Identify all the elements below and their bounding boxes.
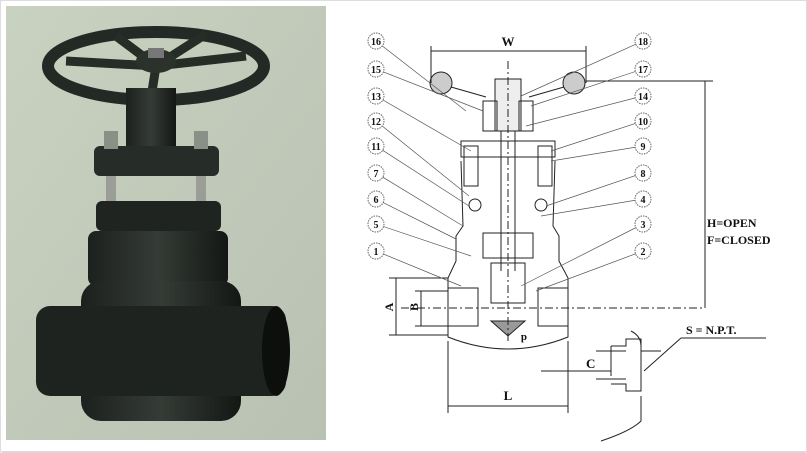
callout-circle <box>367 242 385 260</box>
part-callout: 1 <box>367 242 385 260</box>
callout-number: 13 <box>371 92 381 103</box>
callout-number: 1 <box>374 247 379 258</box>
callout-number: 8 <box>641 169 646 180</box>
part-callout: 4 <box>634 190 652 208</box>
part-callout: 11 <box>367 137 385 155</box>
leader-line <box>520 223 644 287</box>
part-callout: 10 <box>634 112 652 130</box>
dim-b-label: B <box>407 303 421 311</box>
callout-number: 3 <box>641 220 646 231</box>
callout-number: 5 <box>374 220 379 231</box>
leader-line <box>375 223 472 257</box>
callout-circle <box>634 215 652 233</box>
leader-line <box>520 40 644 97</box>
leader-line <box>535 250 644 292</box>
yoke <box>126 88 176 148</box>
part-callout: 5 <box>367 215 385 233</box>
callout-circle <box>634 112 652 130</box>
dim-w-label: W <box>502 34 515 49</box>
part-callout: 14 <box>634 87 652 105</box>
part-callout: 2 <box>634 242 652 260</box>
dim-h-open-label: H=OPEN <box>707 216 757 230</box>
dim-c-label: C <box>586 356 595 371</box>
leader-line <box>525 95 644 127</box>
leader-line <box>375 120 470 197</box>
dim-f-closed-label: F=CLOSED <box>707 233 771 247</box>
dim-a-label: A <box>382 302 396 311</box>
callout-number: 11 <box>371 142 380 153</box>
leader-line <box>540 198 644 217</box>
callout-circle <box>634 137 652 155</box>
part-callouts: 16 15 13 12 11 7 6 5 1 18 17 14 10 9 8 4 3 2 <box>367 32 652 260</box>
part-callout: 13 <box>367 87 385 105</box>
callout-circle <box>367 137 385 155</box>
part-callout: 9 <box>634 137 652 155</box>
callout-circle <box>634 242 652 260</box>
callout-circle <box>634 32 652 50</box>
bonnet <box>88 231 228 286</box>
callout-circle <box>367 215 385 233</box>
part-callout: 8 <box>634 164 652 182</box>
part-callout: 12 <box>367 112 385 130</box>
valve-technical-drawing: 16 15 13 12 11 7 6 5 1 18 17 14 10 9 8 4 3 2 W H=OPEN F=C… <box>367 32 771 442</box>
callout-circle <box>634 190 652 208</box>
part-callout: 6 <box>367 190 385 208</box>
callout-number: 18 <box>638 37 648 48</box>
callout-number: 7 <box>374 169 379 180</box>
callout-number: 10 <box>638 117 648 128</box>
callout-circle <box>367 164 385 182</box>
dim-l-label: L <box>504 388 513 403</box>
callout-circle <box>367 60 385 78</box>
callout-number: 12 <box>371 117 381 128</box>
part-callout: 18 <box>634 32 652 50</box>
callout-number: 9 <box>641 142 646 153</box>
valve-photo <box>6 6 326 440</box>
callout-number: 17 <box>638 65 648 76</box>
valve-outline <box>389 46 766 442</box>
callout-circle <box>367 190 385 208</box>
leader-line <box>375 95 472 152</box>
part-callout: 17 <box>634 60 652 78</box>
leader-lines <box>375 40 644 292</box>
callout-circle <box>634 60 652 78</box>
callout-number: 4 <box>641 195 646 206</box>
leader-line <box>375 40 467 112</box>
npt-label: S = N.P.T. <box>686 323 737 337</box>
callout-circle <box>634 164 652 182</box>
leader-line <box>530 68 644 107</box>
leader-line <box>375 172 464 227</box>
callout-number: 2 <box>641 247 646 258</box>
leader-line <box>375 145 470 207</box>
leader-line <box>550 120 644 152</box>
callout-number: 14 <box>638 92 648 103</box>
part-callout: 16 <box>367 32 385 50</box>
callout-number: 16 <box>371 37 381 48</box>
callout-number: 6 <box>374 195 379 206</box>
part-callout: 7 <box>367 164 385 182</box>
part-callout: 3 <box>634 215 652 233</box>
leader-line <box>375 198 457 240</box>
callout-circle <box>367 112 385 130</box>
leader-line <box>550 145 644 162</box>
part-callout: 15 <box>367 60 385 78</box>
callout-circle <box>634 87 652 105</box>
leader-line <box>375 250 462 287</box>
callout-circle <box>367 87 385 105</box>
callout-number: 15 <box>371 65 381 76</box>
callout-circle <box>367 32 385 50</box>
dim-d-label: d <box>521 332 527 344</box>
leader-line <box>375 68 484 112</box>
leader-line <box>545 172 644 207</box>
